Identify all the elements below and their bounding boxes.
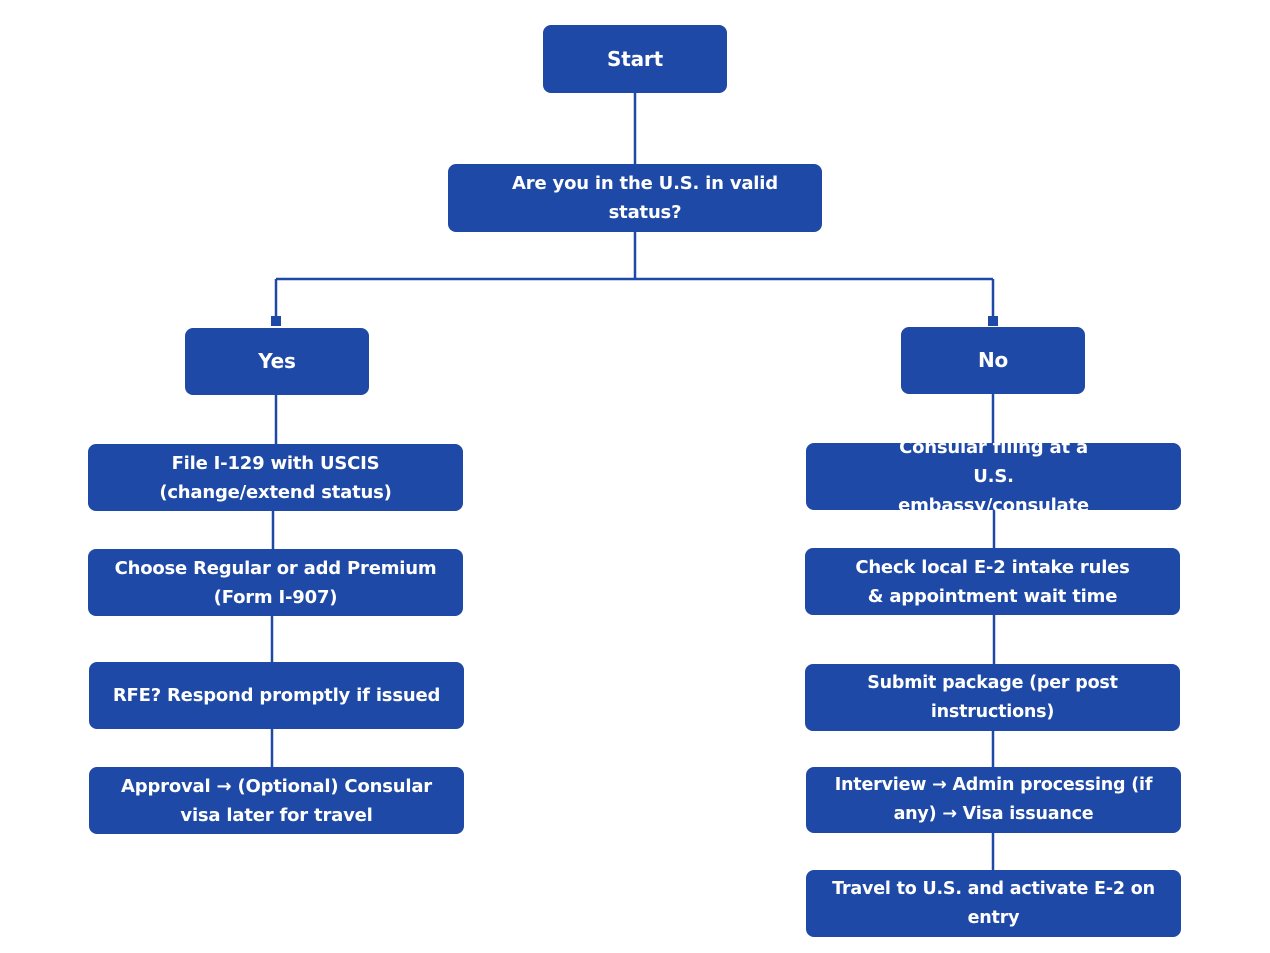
yes-step-approval: Approval → (Optional) Consular visa late… — [89, 767, 464, 834]
yes-step-rfe-response: RFE? Respond promptly if issued — [89, 662, 464, 729]
no-step-interview: Interview → Admin processing (if any) → … — [806, 767, 1181, 833]
no-branch-node: No — [901, 327, 1085, 394]
start-node: Start — [543, 25, 727, 93]
yes-step-choose-processing: Choose Regular or add Premium (Form I-90… — [88, 549, 463, 616]
no-step-consular-filing: Consular filing at a U.S. embassy/consul… — [806, 437, 1181, 516]
decision-node-valid-status: Are you in the U.S. in valid status? — [448, 164, 822, 232]
yes-branch-node: Yes — [185, 328, 369, 395]
connector-terminal-no — [988, 316, 998, 326]
no-step-submit-package: Submit package (per post instructions) — [805, 664, 1180, 731]
no-step-travel-activate: Travel to U.S. and activate E-2 on entry — [806, 870, 1181, 937]
yes-step-file-i129: File I-129 with USCIS (change/extend sta… — [88, 444, 463, 511]
no-step-check-intake-rules: Check local E-2 intake rules & appointme… — [805, 548, 1180, 615]
connector-terminal-yes — [271, 316, 281, 326]
